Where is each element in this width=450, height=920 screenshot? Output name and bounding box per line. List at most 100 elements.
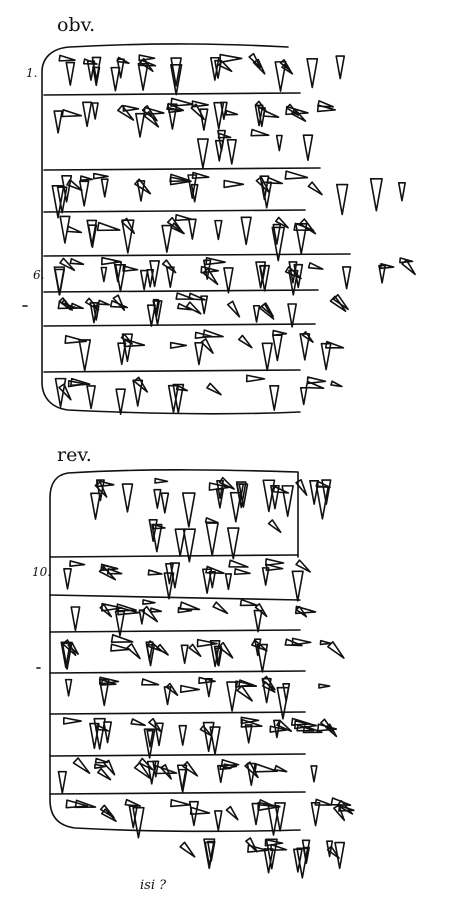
wedge-stroke	[281, 485, 294, 518]
wedge-stroke	[217, 132, 232, 139]
wedge-stroke	[269, 843, 288, 851]
handwritten-annotation: isi ?	[140, 878, 167, 893]
wedge-stroke	[213, 645, 222, 666]
wedge-stroke	[217, 129, 226, 152]
wedge-stroke	[174, 213, 193, 222]
wedge-stroke	[64, 334, 87, 344]
wedge-stroke	[236, 685, 253, 702]
wedge-stroke	[165, 682, 179, 697]
wedge-stroke	[214, 810, 223, 832]
wedge-stroke	[225, 805, 239, 821]
wedge-stroke	[139, 57, 154, 73]
wedge-stroke	[180, 644, 189, 665]
wedge-stroke	[148, 518, 158, 543]
wedge-stroke	[245, 374, 266, 383]
wedge-stroke	[327, 641, 345, 659]
wedge-stroke	[204, 517, 219, 524]
reverse-outline	[49, 469, 301, 833]
wedge-stroke	[98, 678, 110, 707]
wedge-stroke	[219, 53, 243, 64]
wedge-stroke	[284, 170, 309, 180]
wedge-stroke	[248, 52, 262, 69]
wedge-stroke	[116, 56, 130, 64]
wedge-stroke	[272, 329, 288, 337]
wedge-stroke	[169, 173, 191, 183]
wedge-stroke	[133, 761, 152, 780]
obverse-outline	[41, 43, 301, 415]
wedge-stroke	[65, 799, 89, 809]
wedge-stroke	[228, 559, 249, 568]
wedge-stroke	[110, 634, 134, 643]
wedge-stroke	[224, 573, 232, 591]
wedge-stroke	[58, 297, 72, 311]
wedge-stroke	[161, 224, 173, 253]
wedge-stroke	[120, 333, 134, 345]
wedge-stroke	[263, 848, 274, 874]
obverse-label: obv.	[57, 14, 96, 36]
wedge-stroke	[330, 380, 343, 388]
wedge-stroke	[196, 138, 209, 169]
wedge-stroke	[112, 294, 126, 312]
wedge-stroke	[117, 342, 127, 366]
wedge-stroke	[254, 603, 268, 618]
wedge-stroke	[59, 257, 76, 272]
wedge-stroke	[272, 485, 290, 494]
wedge-stroke	[256, 643, 269, 673]
wedge-stroke	[275, 134, 283, 152]
wedge-stroke	[295, 223, 308, 255]
wedge-stroke	[226, 681, 239, 712]
wedge-stroke	[267, 519, 282, 534]
wedge-stroke	[264, 838, 284, 847]
wedge-stroke	[325, 723, 338, 738]
wedge-stroke	[235, 483, 245, 503]
wedge-stroke	[196, 638, 218, 648]
wedge-stroke	[282, 682, 291, 703]
wedge-stroke	[113, 261, 123, 283]
wedge-stroke	[79, 175, 94, 182]
wedge-stroke	[299, 386, 308, 406]
wedge-stroke	[279, 59, 292, 72]
wedge-stroke	[110, 643, 131, 652]
obverse-ruling-lines	[43, 92, 351, 373]
wedge-stroke	[204, 678, 213, 698]
wedge-stroke	[290, 717, 312, 726]
wedge-stroke	[205, 522, 219, 557]
wedge-stroke	[397, 182, 406, 202]
wedge-stroke	[223, 267, 234, 294]
wedge-stroke	[333, 804, 346, 822]
reverse-label: rev.	[57, 444, 92, 466]
wedge-stroke	[246, 762, 256, 787]
wedge-stroke	[214, 59, 222, 79]
wedge-stroke	[181, 492, 196, 528]
wedge-stroke	[60, 641, 72, 669]
wedge-stroke	[296, 724, 315, 732]
wedge-stroke	[179, 601, 201, 611]
wedge-stroke	[170, 64, 183, 96]
wedge-stroke	[187, 218, 197, 240]
wedge-stroke	[238, 679, 258, 687]
wedge-stroke	[269, 725, 288, 733]
wedge-stroke	[254, 763, 278, 773]
wedge-stroke	[202, 721, 215, 753]
wedge-stroke	[61, 642, 73, 670]
wedge-stroke	[191, 171, 210, 180]
wedge-stroke	[326, 840, 334, 858]
wedge-stroke	[244, 724, 253, 744]
wedge-stroke	[58, 383, 72, 401]
wedge-stroke	[226, 138, 237, 165]
wedge-stroke	[176, 302, 192, 311]
wedge-stroke	[369, 177, 383, 212]
wedge-stroke	[170, 57, 182, 87]
wedge-stroke	[301, 839, 311, 861]
wedge-stroke	[86, 60, 96, 81]
wedge-stroke	[307, 262, 324, 270]
obverse-cuneiform-signs	[51, 52, 416, 415]
wedge-stroke	[121, 217, 136, 235]
wedge-stroke	[133, 376, 149, 393]
wedge-stroke	[63, 568, 72, 590]
wedge-stroke	[117, 104, 135, 121]
wedge-stroke	[97, 299, 111, 306]
wedge-stroke	[326, 845, 340, 859]
